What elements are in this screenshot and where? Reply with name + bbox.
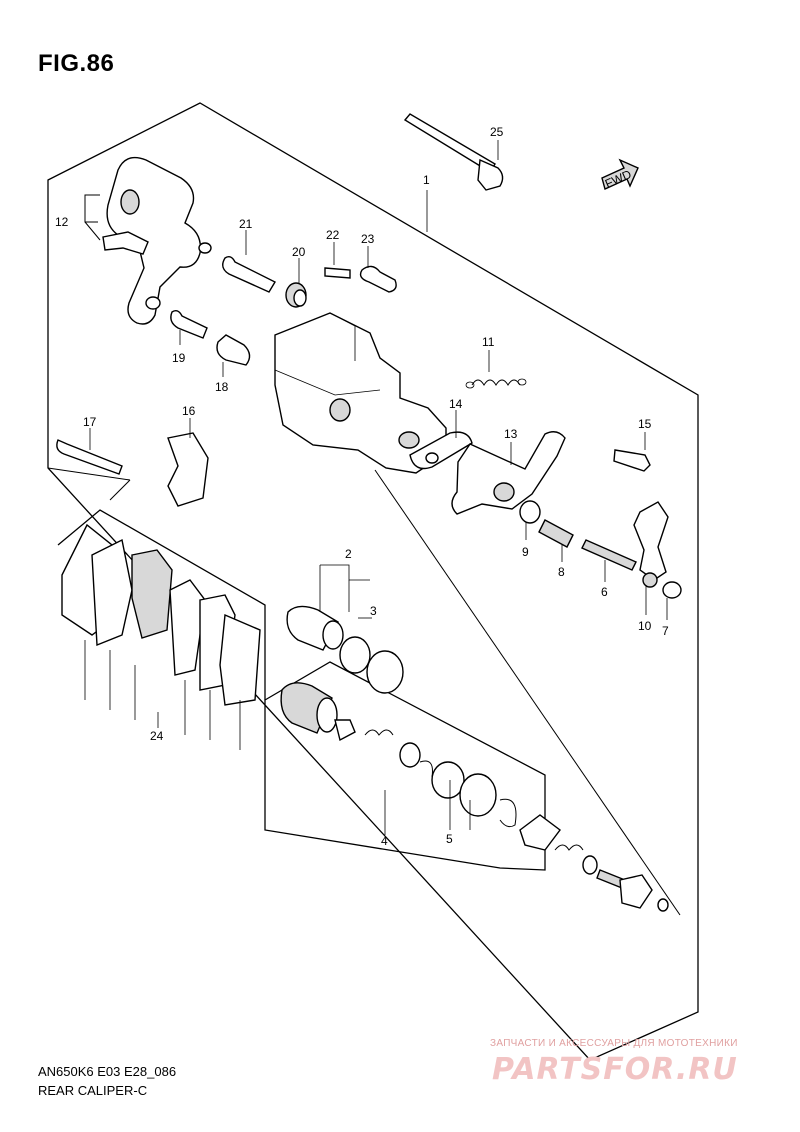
- cap-23: [359, 265, 397, 293]
- watermark-caption: ЗАПЧАСТИ И АКСЕССУАРЫ ДЛЯ МОТОТЕХНИКИ: [490, 1038, 738, 1049]
- figure-title: FIG.86: [38, 50, 115, 77]
- gasket-14: [409, 431, 473, 470]
- callout-leaders: [89, 140, 668, 835]
- pad-subframe: [57, 509, 266, 700]
- seal-3b: [366, 650, 404, 694]
- callout-24: 24: [150, 729, 164, 743]
- spring-11: [465, 378, 527, 389]
- watermark-logo: PARTSFOR.RU: [492, 1052, 738, 1087]
- model-code: AN650K6 E03 E28_086: [38, 1064, 177, 1079]
- adjuster-8: [538, 519, 574, 548]
- callout-25: 25: [490, 125, 504, 139]
- callout-5: 5: [446, 832, 453, 846]
- screw-6: [581, 539, 637, 571]
- callout-4: 4: [381, 834, 388, 848]
- brake-pads-24: [61, 523, 261, 706]
- seal-3a: [339, 636, 371, 674]
- arm-10: [633, 501, 669, 588]
- caliper-body: [274, 312, 447, 474]
- nut-7: [662, 581, 682, 599]
- callout-21: 21: [239, 217, 253, 231]
- callout-11: 11: [482, 335, 495, 349]
- slide-pin-19: [170, 309, 208, 339]
- callout-6: 6: [601, 585, 608, 599]
- bolt-25: [403, 113, 504, 191]
- callout-10: 10: [638, 619, 652, 633]
- figure-name: REAR CALIPER-C: [38, 1083, 148, 1098]
- callout-15: 15: [638, 417, 652, 431]
- slide-pin-21: [222, 255, 276, 293]
- callout-12: 12: [55, 215, 69, 229]
- o-ring-9: [519, 500, 541, 524]
- callout-16: 16: [182, 404, 196, 418]
- callout-23: 23: [361, 232, 375, 246]
- callout-1: 1: [423, 173, 430, 187]
- fwd-label: FWD: [603, 167, 634, 191]
- bolt-15: [613, 449, 651, 472]
- callout-14: 14: [449, 397, 463, 411]
- piston-2: [286, 605, 344, 651]
- pad-spring-16: [167, 432, 209, 507]
- boot-18: [216, 334, 251, 366]
- bracket-clip: [102, 231, 149, 255]
- callout-20: 20: [292, 245, 306, 259]
- bleeder-22: [324, 267, 351, 279]
- callout-9: 9: [522, 545, 529, 559]
- callout-3: 3: [370, 604, 377, 618]
- piston-subframe: [264, 661, 546, 871]
- callout-19: 19: [172, 351, 186, 365]
- pin-17: [56, 439, 123, 475]
- lever-13: [451, 431, 566, 515]
- callout-8: 8: [558, 565, 565, 579]
- piston-assembly-4: [280, 682, 517, 828]
- callout-17: 17: [83, 415, 97, 429]
- callout-22: 22: [326, 228, 340, 242]
- pad-leaders: [84, 640, 241, 750]
- callout-2: 2: [345, 547, 352, 561]
- callout-13: 13: [504, 427, 518, 441]
- boot-20: [285, 282, 307, 308]
- fwd-arrow-icon: [601, 158, 639, 190]
- adjuster-group: [519, 814, 669, 912]
- callout-7: 7: [662, 624, 669, 638]
- caliper-bracket: [106, 156, 212, 325]
- callout-18: 18: [215, 380, 229, 394]
